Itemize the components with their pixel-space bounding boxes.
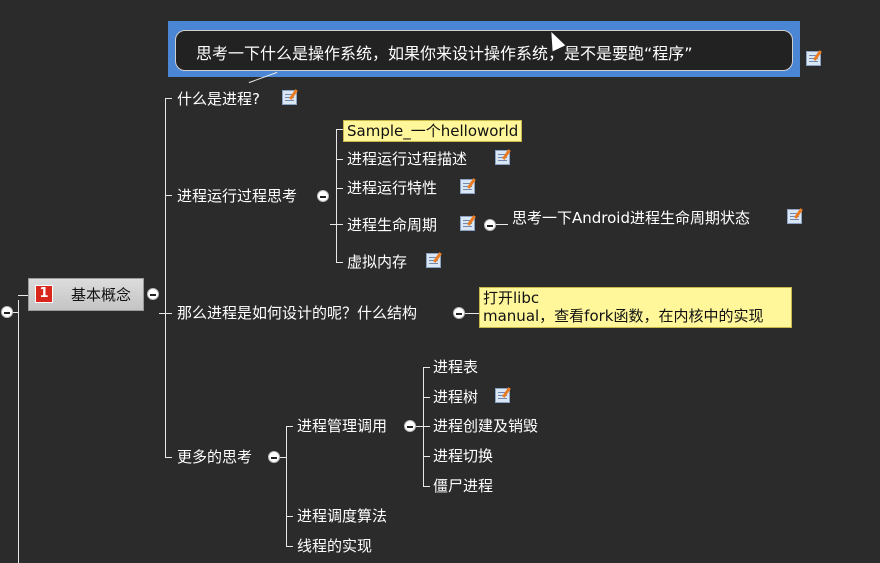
level3-spine	[423, 367, 424, 487]
branch-process-table[interactable]: 进程表	[433, 358, 479, 376]
root-to-main	[18, 295, 28, 296]
note-icon[interactable]	[806, 51, 821, 66]
branch-android-lifecycle[interactable]: 思考一下Android进程生命周期状态	[512, 209, 750, 227]
branch-zombie[interactable]: 僵尸进程	[433, 477, 494, 495]
note-icon[interactable]	[787, 209, 802, 224]
branch-how-designed[interactable]: 那么进程是如何设计的呢？什么结构	[177, 304, 418, 322]
callout-inner: 思考一下什么是操作系统，如果你来设计操作系统，是不是要跑“程序”	[175, 30, 793, 71]
level2-spine-thinking	[336, 129, 337, 262]
branch-run-traits[interactable]: 进程运行特性	[347, 179, 438, 197]
branch-lifecycle[interactable]: 进程生命周期	[347, 216, 438, 234]
branch-thread-impl[interactable]: 线程的实现	[297, 537, 373, 555]
l2-tick-desc	[336, 159, 343, 160]
more-tick-sched	[286, 516, 293, 517]
main-topic-label: 基本概念	[71, 286, 132, 304]
branch-process-mgmt[interactable]: 进程管理调用	[297, 417, 388, 435]
mgmt-connector	[416, 426, 424, 427]
collapse-icon[interactable]	[484, 219, 496, 231]
more-connector	[280, 457, 287, 458]
l1-tick-4	[165, 457, 172, 458]
callout-box[interactable]: 思考一下什么是操作系统，如果你来设计操作系统，是不是要跑“程序”	[168, 21, 800, 77]
libc-note-line2: manual，查看fork函数，在内核中的实现	[483, 307, 764, 325]
collapse-icon[interactable]	[268, 451, 280, 463]
branch-process-thinking[interactable]: 进程运行过程思考	[177, 187, 298, 205]
l3-tick-zombie	[423, 486, 430, 487]
branch-virtual-memory[interactable]: 虚拟内存	[347, 253, 408, 271]
more-tick-mgmt	[286, 426, 293, 427]
branch-process-tree[interactable]: 进程树	[433, 388, 479, 406]
note-icon[interactable]	[460, 216, 475, 231]
branch-run-desc[interactable]: 进程运行过程描述	[347, 150, 468, 168]
callout-text: 思考一下什么是操作系统，如果你来设计操作系统，是不是要跑“程序”	[196, 44, 693, 63]
l3-tick-table	[423, 367, 430, 368]
level2-spine-more	[286, 426, 287, 546]
l2-tick-vm	[336, 262, 343, 263]
sample-node[interactable]: Sample_一个helloworld	[343, 120, 523, 142]
l1-tick-1	[165, 98, 172, 99]
root-spine-line	[18, 300, 19, 563]
level1-spine	[165, 98, 166, 458]
l2-tick-sample	[336, 129, 343, 130]
l3-tick-switch	[423, 456, 430, 457]
note-icon[interactable]	[282, 90, 297, 105]
collapse-icon[interactable]	[317, 190, 329, 202]
lifecycle-connector	[496, 224, 508, 225]
libc-note-line1: 打开libc	[483, 289, 540, 307]
l3-tick-create	[423, 426, 430, 427]
branch-what-is-process[interactable]: 什么是进程?	[177, 90, 260, 108]
main-collapse-icon[interactable]	[147, 288, 159, 300]
branch-switch[interactable]: 进程切换	[433, 447, 494, 465]
root-collapse-icon[interactable]	[1, 306, 13, 318]
note-icon[interactable]	[460, 179, 475, 194]
l1-tick-3	[159, 313, 172, 314]
design-connector	[465, 313, 479, 314]
collapse-icon[interactable]	[453, 307, 465, 319]
l2-tick-traits	[336, 188, 343, 189]
libc-note[interactable]: 打开libc manual，查看fork函数，在内核中的实现	[479, 287, 792, 328]
l2-tick-life	[330, 224, 343, 225]
branch-scheduling[interactable]: 进程调度算法	[297, 507, 388, 525]
note-icon[interactable]	[495, 150, 510, 165]
collapse-icon[interactable]	[404, 420, 416, 432]
branch-create-destroy[interactable]: 进程创建及销毁	[433, 417, 539, 435]
branch-more-thinking[interactable]: 更多的思考	[177, 448, 253, 466]
root-connector	[13, 312, 19, 313]
note-icon[interactable]	[426, 253, 441, 268]
note-icon[interactable]	[495, 388, 510, 403]
more-tick-thread	[286, 546, 293, 547]
main-topic[interactable]: 1 基本概念	[28, 278, 144, 311]
l1-tick-2	[165, 195, 172, 196]
priority-badge: 1	[35, 285, 53, 303]
l3-tick-tree	[423, 397, 430, 398]
